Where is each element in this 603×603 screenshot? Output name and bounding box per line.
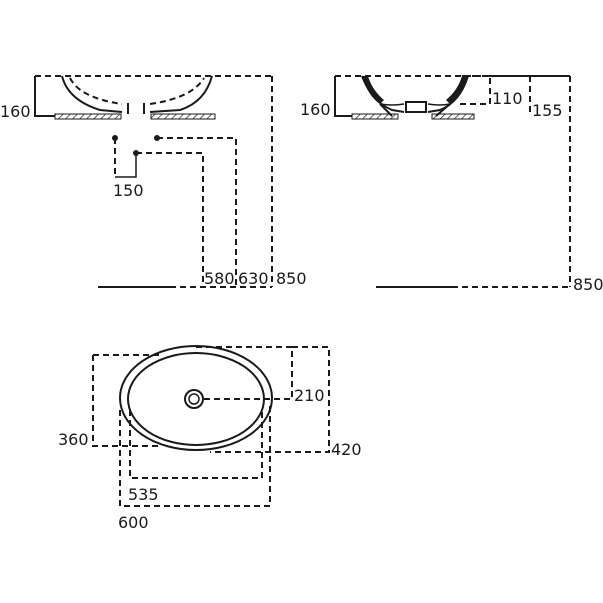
- top-dim-210-label: 210: [294, 386, 325, 405]
- side-dim-110-line: [456, 75, 491, 105]
- top-view: 360 210 420 535 600: [58, 345, 362, 532]
- side-counter-right: [431, 113, 475, 120]
- top-dim-535-label: 535: [128, 485, 159, 504]
- front-dim-850-label: 850: [276, 269, 307, 288]
- front-waste-offset-label: 150: [113, 181, 144, 200]
- front-counter-left: [54, 113, 122, 120]
- front-waste: [127, 103, 145, 114]
- top-dim-600-line: [119, 405, 271, 507]
- side-dim-155-label: 155: [532, 101, 563, 120]
- front-basin-inner: [69, 77, 205, 105]
- front-counter-right: [150, 113, 216, 120]
- top-drain-inner: [188, 393, 200, 405]
- side-basin-shade: [362, 76, 384, 104]
- top-dim-360-label: 360: [58, 430, 89, 449]
- front-view: 160 150 580 630 850: [0, 75, 307, 288]
- top-drain-outer: [184, 389, 204, 409]
- front-dim-630-label: 630: [238, 269, 269, 288]
- front-dim-630-line: [157, 137, 237, 287]
- side-dim-850-label: 850: [573, 275, 603, 294]
- front-dim-580-label: 580: [204, 269, 235, 288]
- side-height-label: 160: [300, 100, 331, 119]
- top-basin-inner: [127, 352, 265, 446]
- side-dim-850-line: [530, 75, 571, 287]
- front-dim-580-line: [136, 152, 204, 287]
- side-counter-left: [351, 113, 399, 120]
- top-dim-535-line: [129, 410, 263, 479]
- top-dim-420-label: 420: [331, 440, 362, 459]
- front-trap-line-2: [115, 153, 137, 178]
- front-height-label: 160: [0, 102, 31, 121]
- top-dim-360-line: [92, 354, 160, 447]
- front-outline-left: [34, 76, 55, 117]
- side-outline-left: [334, 76, 352, 117]
- side-basin-shade-right: [446, 76, 468, 104]
- side-dim-110-label: 110: [492, 89, 523, 108]
- side-waste: [405, 101, 427, 113]
- front-basin-bowl: [61, 75, 213, 113]
- side-view: 160 110 155 850: [300, 75, 603, 294]
- top-dim-600-label: 600: [118, 513, 149, 532]
- top-dim-210-line: [196, 346, 293, 400]
